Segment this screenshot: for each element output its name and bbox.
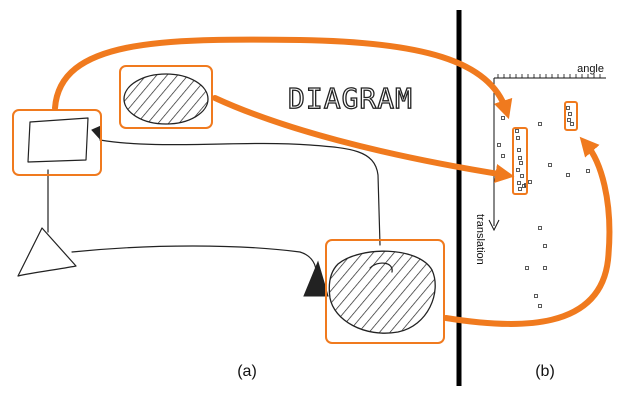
scatter-point (497, 143, 501, 147)
scatter-point (501, 154, 505, 158)
scatter-point (538, 226, 542, 230)
scatter-point (567, 118, 571, 122)
angle-axis-ticks (497, 74, 601, 78)
diagram-handwritten-title: DIAGRAM (288, 82, 413, 115)
scatter-point (568, 112, 572, 116)
scatter-point (518, 187, 522, 191)
scatter-point (566, 173, 570, 177)
highlight-box-cluster-right (564, 101, 578, 131)
scatter-point (548, 163, 552, 167)
scatter-point (516, 168, 520, 172)
scatter-point (543, 244, 547, 248)
scatter-point (528, 180, 532, 184)
scatter-point (586, 169, 590, 173)
scatter-point (517, 181, 521, 185)
panel-label-b: (b) (535, 363, 555, 380)
arrow-ellipse-to-cluster (212, 95, 515, 183)
highlight-box-ellipse (119, 65, 213, 129)
arrow-square-to-plot (52, 36, 513, 120)
open-triangle-node (17, 227, 77, 277)
scatter-point (543, 266, 547, 270)
scatter-points (497, 106, 590, 308)
small-triangle-marker (91, 125, 102, 142)
scatter-point (534, 294, 538, 298)
scatter-point (501, 116, 505, 120)
scatter-point (538, 304, 542, 308)
scatter-point (525, 266, 529, 270)
scatter-panel: angle translation (b) (474, 63, 606, 380)
scatter-point (570, 122, 574, 126)
scatter-point (522, 184, 526, 188)
scatter-point (566, 106, 570, 110)
scatter-point (516, 136, 520, 140)
scatter-point (518, 156, 522, 160)
highlight-box-cluster-left (512, 127, 528, 195)
scatter-point (519, 161, 523, 165)
hatched-square-node (27, 117, 89, 163)
translation-axis-arrowhead (488, 219, 500, 232)
angle-axis-label: angle (577, 63, 604, 75)
hatched-ellipse-node (123, 73, 209, 125)
scatter-point (520, 174, 524, 178)
sketch-connector-bottom (71, 245, 317, 271)
translation-axis-label: translation (474, 214, 486, 265)
sketch-panel: DIAGRAM (a) (12, 65, 445, 380)
scatter-point (515, 129, 519, 133)
hatched-blob-node (328, 250, 436, 334)
scatter-point (538, 122, 542, 126)
sketch-connector-top (99, 139, 381, 246)
scatter-point (517, 148, 521, 152)
panel-label-a: (a) (237, 363, 257, 380)
highlight-box-blob (325, 239, 445, 344)
correspondence-arrows (52, 36, 613, 327)
arrow-blob-to-cluster (443, 136, 613, 327)
filled-cone-node (303, 260, 329, 297)
